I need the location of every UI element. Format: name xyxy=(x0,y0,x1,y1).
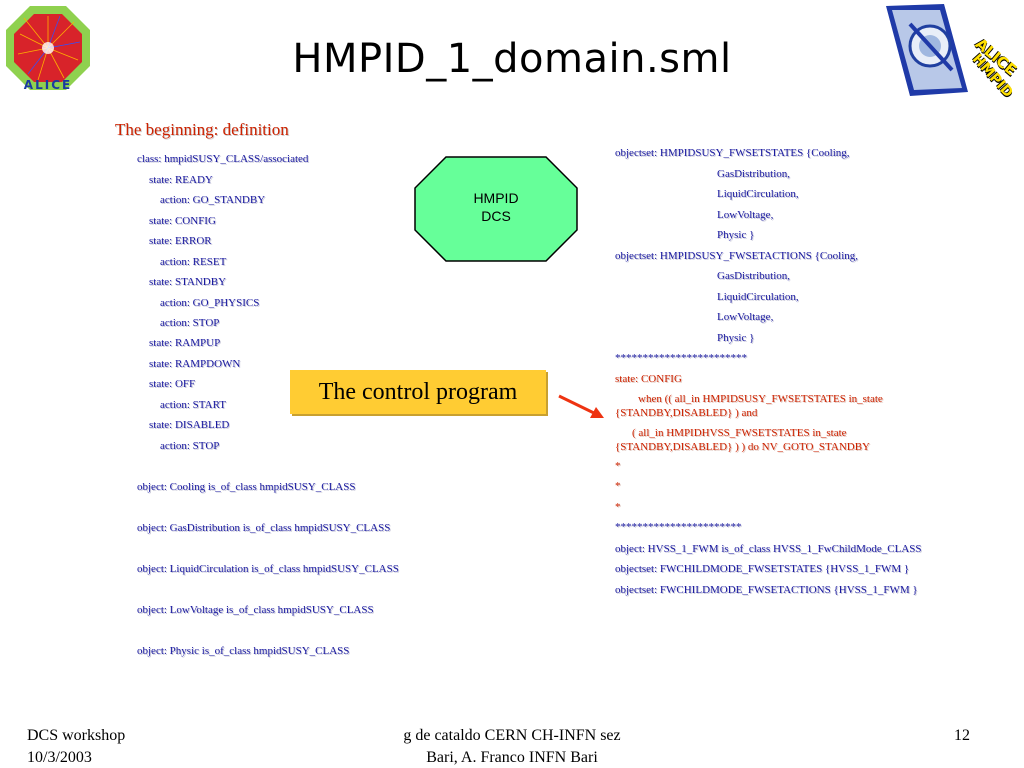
state-line: state: ERROR xyxy=(149,235,212,247)
separator-line: ************************ xyxy=(615,352,747,364)
when-clause-line: when (( all_in HMPIDSUSY_FWSETSTATES in_… xyxy=(638,393,883,405)
section-heading: The beginning: definition xyxy=(115,120,289,139)
footer-event: DCS workshop xyxy=(27,727,126,744)
class-line: class: hmpidSUSY_CLASS/associated xyxy=(137,153,309,165)
footer-date: 10/3/2003 xyxy=(27,749,92,766)
state-line: state: RAMPDOWN xyxy=(149,358,241,370)
objectset-member: GasDistribution, xyxy=(717,270,791,282)
action-line: action: RESET xyxy=(160,256,227,268)
objectset-member: LowVoltage, xyxy=(717,209,774,221)
objectset-member: Physic } xyxy=(717,332,755,344)
ellipsis-star: * xyxy=(615,501,621,513)
objectset-member: LiquidCirculation, xyxy=(717,188,799,200)
object-line: object: Physic is_of_class hmpidSUSY_CLA… xyxy=(137,645,350,657)
page-title: HMPID_1_domain.sml xyxy=(292,36,732,82)
object-line: object: LowVoltage is_of_class hmpidSUSY… xyxy=(137,604,374,616)
separator-line: *********************** xyxy=(615,521,742,533)
hmpid-logo-icon xyxy=(886,4,968,96)
objectset-line: objectset: FWCHILDMODE_FWSETSTATES {HVSS… xyxy=(615,563,910,575)
footer-author-line2: Bari, A. Franco INFN Bari xyxy=(426,749,598,766)
alice-hmpid-logo: ALICE HMPID xyxy=(880,2,1020,102)
footer-author-line1: g de cataldo CERN CH-INFN sez xyxy=(403,727,621,744)
octagon-label-1: HMPID xyxy=(473,190,519,206)
alice-logo-text: ALICE xyxy=(23,78,73,92)
ellipsis-star: * xyxy=(615,460,621,472)
objectset-member: LowVoltage, xyxy=(717,311,774,323)
object-line: object: HVSS_1_FWM is_of_class HVSS_1_Fw… xyxy=(615,543,922,555)
action-line: action: START xyxy=(160,399,226,411)
action-line: action: GO_PHYSICS xyxy=(160,297,260,309)
ellipsis-star: * xyxy=(615,480,621,492)
objectset-member: Physic } xyxy=(717,229,755,241)
state-config-line: state: CONFIG xyxy=(615,373,682,385)
arrow-icon xyxy=(558,394,604,418)
state-line: state: READY xyxy=(149,174,213,186)
control-program-callout: The control program xyxy=(290,370,546,414)
page-number: 12 xyxy=(954,727,970,744)
state-line: state: DISABLED xyxy=(149,419,230,431)
action-line: action: STOP xyxy=(160,440,220,452)
objectset-line: objectset: HMPIDSUSY_FWSETACTIONS {Cooli… xyxy=(615,250,859,262)
state-line: state: STANDBY xyxy=(149,276,227,288)
state-line: state: CONFIG xyxy=(149,215,216,227)
object-line: object: LiquidCirculation is_of_class hm… xyxy=(137,563,399,575)
objectset-member: GasDistribution, xyxy=(717,168,791,180)
octagon-label-2: DCS xyxy=(481,208,511,224)
when-clause-line: {STANDBY,DISABLED} ) and xyxy=(615,407,758,419)
objectset-line: objectset: HMPIDSUSY_FWSETSTATES {Coolin… xyxy=(615,147,850,159)
hmpid-dcs-octagon: HMPID DCS xyxy=(414,156,578,262)
object-line: object: Cooling is_of_class hmpidSUSY_CL… xyxy=(137,481,356,493)
alice-logo: ALICE xyxy=(4,4,92,92)
objectset-line: objectset: FWCHILDMODE_FWSETACTIONS {HVS… xyxy=(615,584,918,596)
when-clause-line: {STANDBY,DISABLED} ) ) do NV_GOTO_STANDB… xyxy=(615,441,870,453)
action-line: action: GO_STANDBY xyxy=(160,194,266,206)
object-line: object: GasDistribution is_of_class hmpi… xyxy=(137,522,391,534)
action-line: action: STOP xyxy=(160,317,220,329)
when-clause-line: ( all_in HMPIDHVSS_FWSETSTATES in_state xyxy=(632,427,847,439)
state-line: state: OFF xyxy=(149,378,196,390)
objectset-member: LiquidCirculation, xyxy=(717,291,799,303)
alice-logo-icon xyxy=(6,6,90,90)
state-line: state: RAMPUP xyxy=(149,337,221,349)
